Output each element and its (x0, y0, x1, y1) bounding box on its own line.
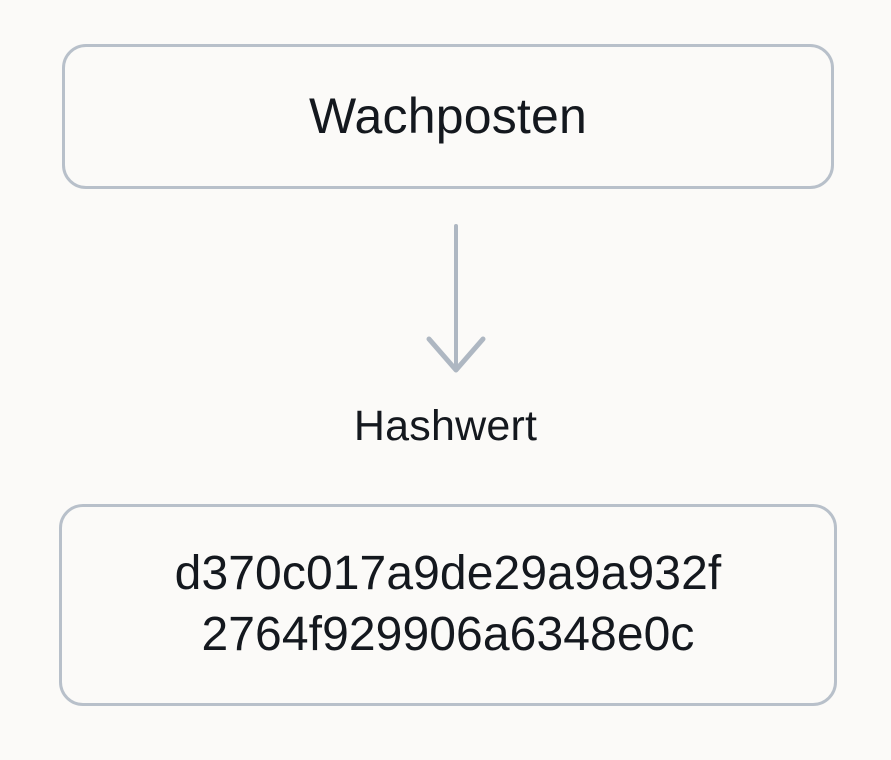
hash-value-line-1: d370c017a9de29a9a932f (174, 547, 722, 601)
node-source-label: Wachposten (308, 88, 588, 144)
node-hash-output: d370c017a9de29a9a932f 2764f929906a6348e0… (59, 504, 837, 706)
arrow-down-icon (396, 222, 516, 377)
node-source: Wachposten (62, 44, 834, 189)
hash-value-line-2: 2764f929906a6348e0c (201, 608, 695, 661)
edge-label-hashwert: Hashwert (353, 402, 538, 450)
